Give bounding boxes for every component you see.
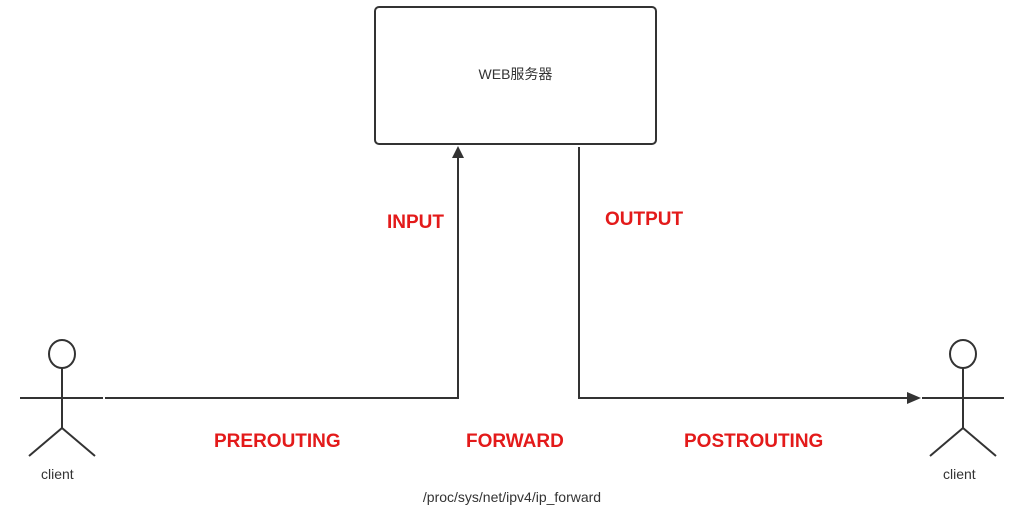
postrouting-chain-label: POSTROUTING [684,431,824,452]
ip-forward-path: /proc/sys/net/ipv4/ip_forward [422,489,602,505]
input-chain-label: INPUT [387,212,444,233]
client-right-label: client [943,466,976,482]
input-path-line [105,158,459,399]
output-arrowhead [907,392,921,404]
web-server-label: WEB服务器 [478,65,553,82]
forward-chain-label: FORWARD [466,431,564,452]
output-path-line [578,147,908,399]
client-left-icon [20,339,103,457]
client-right-icon [922,339,1004,457]
input-arrowhead [452,146,464,158]
client-left-label: client [41,466,74,482]
prerouting-chain-label: PREROUTING [214,431,341,452]
output-chain-label: OUTPUT [605,209,684,230]
web-server-box: WEB服务器 [374,6,657,145]
